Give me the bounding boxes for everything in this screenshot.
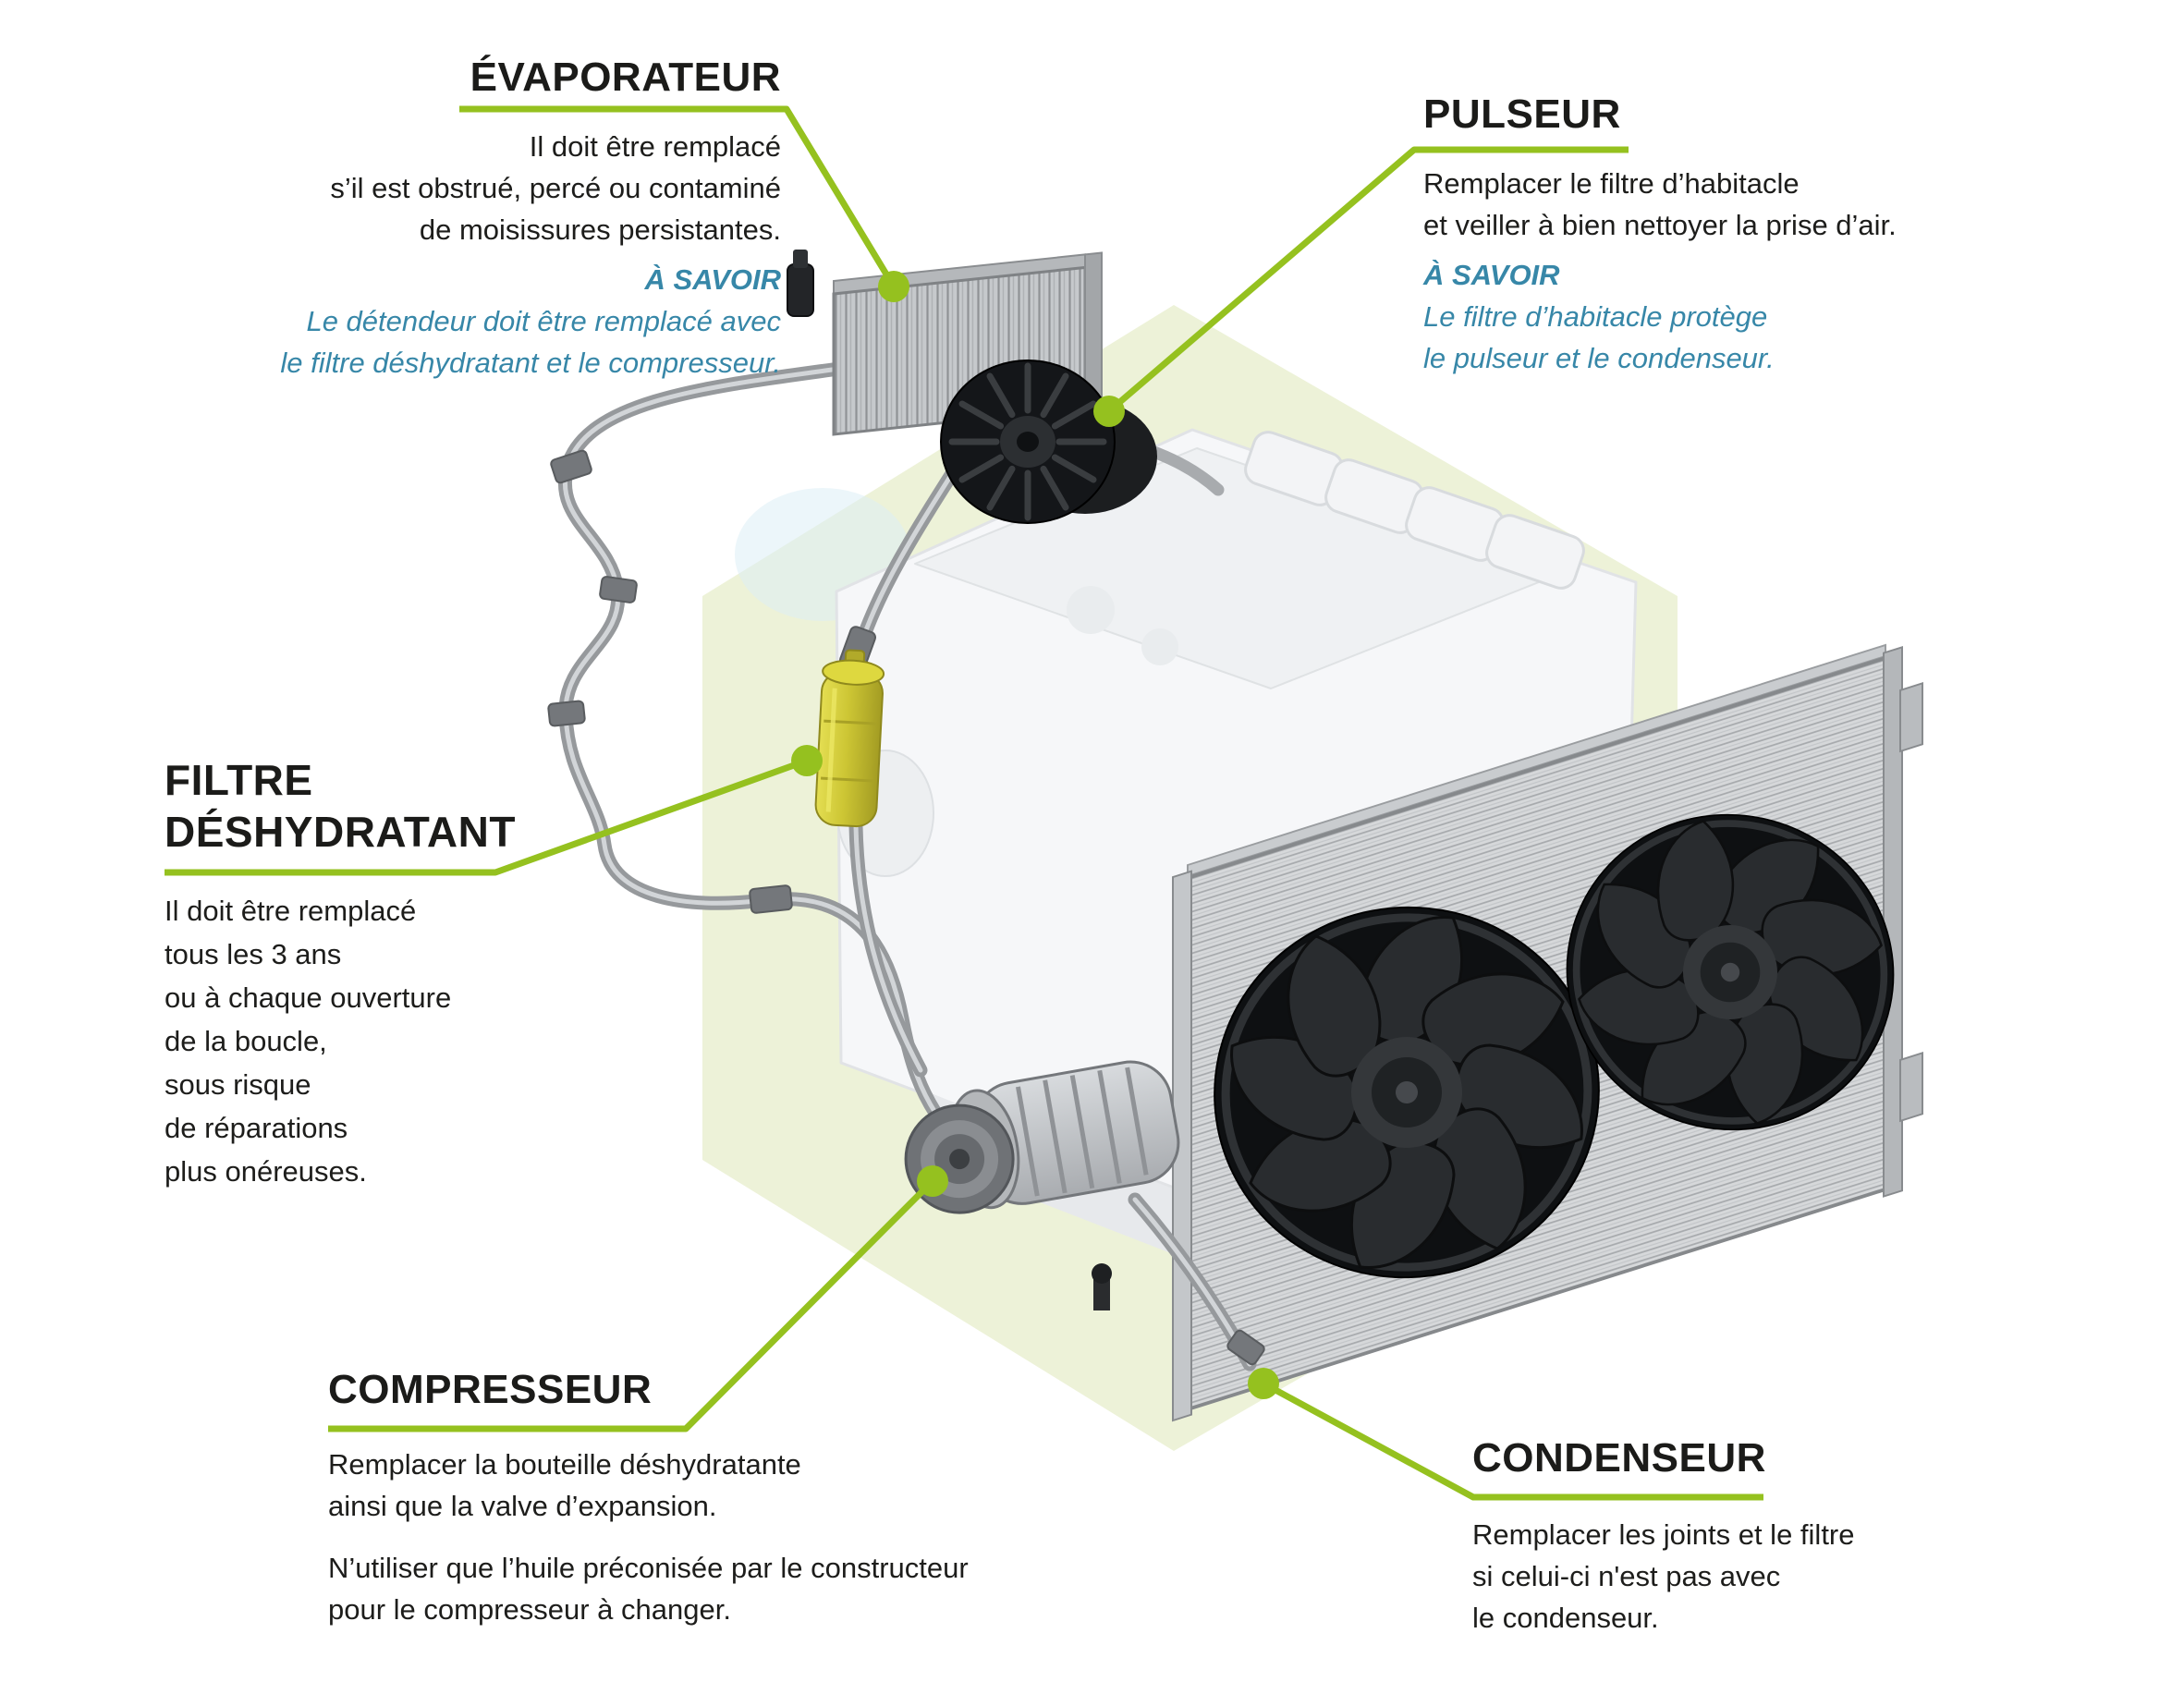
callout-line-condenseur (1262, 1380, 1763, 1501)
callout-condenseur: CONDENSEUR Remplacer les joints et le fi… (1472, 1436, 1953, 1639)
callout-dot-compresseur (917, 1165, 948, 1197)
text-line: Remplacer la bouteille déshydratante (328, 1448, 801, 1481)
callout-pulseur: PULSEUR Remplacer le filtre d’habitacle … (1423, 92, 2070, 379)
filtre-title: FILTRE DÉSHYDRATANT (165, 754, 608, 858)
text-line: Le détendeur doit être remplacé avec (306, 305, 781, 337)
callout-line-pulseur (1106, 146, 1629, 414)
callout-dot-condenseur (1248, 1368, 1279, 1399)
evaporateur-body: Il doit être remplacé s’il est obstrué, … (116, 126, 781, 250)
compresseur-title: COMPRESSEUR (328, 1367, 653, 1412)
text-line: sous risque (165, 1068, 311, 1101)
pulseur-title: PULSEUR (1423, 91, 1621, 137)
text-line: DÉSHYDRATANT (165, 808, 516, 856)
compresseur-body-2: N’utiliser que l’huile préconisée par le… (328, 1547, 1141, 1630)
text-line: de réparations (165, 1112, 348, 1144)
condenser (1172, 643, 1923, 1422)
callout-line-filtre (165, 757, 809, 876)
text-line: plus onéreuses. (165, 1155, 367, 1188)
pulseur-savoir-label: À SAVOIR (1423, 259, 1560, 291)
filter-drier (814, 649, 885, 828)
blower-motor (940, 360, 1157, 524)
service-valve (1092, 1263, 1112, 1310)
text-line: ou à chaque ouverture (165, 981, 452, 1014)
text-line: N’utiliser que l’huile préconisée par le… (328, 1552, 969, 1584)
text-line: s’il est obstrué, percé ou contaminé (330, 172, 781, 204)
compresseur-body: Remplacer la bouteille déshydratante ain… (328, 1444, 1141, 1527)
callout-evaporateur: ÉVAPORATEUR Il doit être remplacé s’il e… (116, 55, 781, 384)
callout-line-compresseur (328, 1178, 935, 1432)
text-line: FILTRE (165, 756, 313, 804)
text-line: et veiller à bien nettoyer la prise d’ai… (1423, 209, 1897, 241)
text-line: de la boucle, (165, 1025, 327, 1057)
evaporateur-title: ÉVAPORATEUR (470, 55, 781, 100)
text-line: ainsi que la valve d’expansion. (328, 1490, 717, 1522)
text-line: Il doit être remplacé (165, 895, 417, 927)
callout-dots (791, 271, 1279, 1399)
pulseur-body: Remplacer le filtre d’habitacle et veill… (1423, 163, 2070, 246)
callout-filtre-deshydratant: FILTRE DÉSHYDRATANT Il doit être remplac… (165, 754, 608, 1193)
text-line: le condenseur. (1472, 1602, 1659, 1634)
text-line: le pulseur et le condenseur. (1423, 342, 1775, 374)
condenseur-body: Remplacer les joints et le filtre si cel… (1472, 1514, 1953, 1639)
text-line: Remplacer les joints et le filtre (1472, 1518, 1855, 1551)
compressor (904, 1060, 1180, 1214)
intake-runners (1244, 431, 1585, 590)
cooling-fan-left (1214, 906, 1600, 1279)
text-line: si celui-ci n'est pas avec (1472, 1560, 1781, 1592)
expansion-valve (787, 250, 814, 317)
text-line: pour le compresseur à changer. (328, 1593, 731, 1626)
text-line: Le filtre d’habitacle protège (1423, 300, 1768, 333)
callout-dot-evaporateur (878, 271, 909, 302)
callout-lines (165, 105, 1763, 1501)
blower-fins (948, 362, 1107, 521)
spacer (328, 1527, 1141, 1547)
evaporateur-savoir-label: À SAVOIR (644, 263, 781, 296)
text-line: Remplacer le filtre d’habitacle (1423, 167, 1800, 200)
filtre-body: Il doit être remplacé tous les 3 ans ou … (165, 889, 608, 1193)
text-line: Il doit être remplacé (529, 130, 781, 163)
pipe-fittings (547, 449, 1265, 1366)
callout-line-evaporateur (459, 105, 897, 288)
cooling-fan-right (1566, 813, 1895, 1131)
pulseur-savoir-text: Le filtre d’habitacle protège le pulseur… (1423, 296, 2070, 379)
text-line: tous les 3 ans (165, 938, 342, 970)
evaporateur-savoir-text: Le détendeur doit être remplacé avec le … (116, 300, 781, 384)
text-line: de moisissures persistantes. (419, 213, 781, 246)
text-line: le filtre déshydratant et le compresseur… (280, 347, 781, 379)
callout-compresseur: COMPRESSEUR Remplacer la bouteille déshy… (328, 1368, 1141, 1630)
condenseur-title: CONDENSEUR (1472, 1435, 1766, 1481)
callout-dot-pulseur (1093, 396, 1125, 427)
callout-dot-filtre (791, 745, 823, 776)
